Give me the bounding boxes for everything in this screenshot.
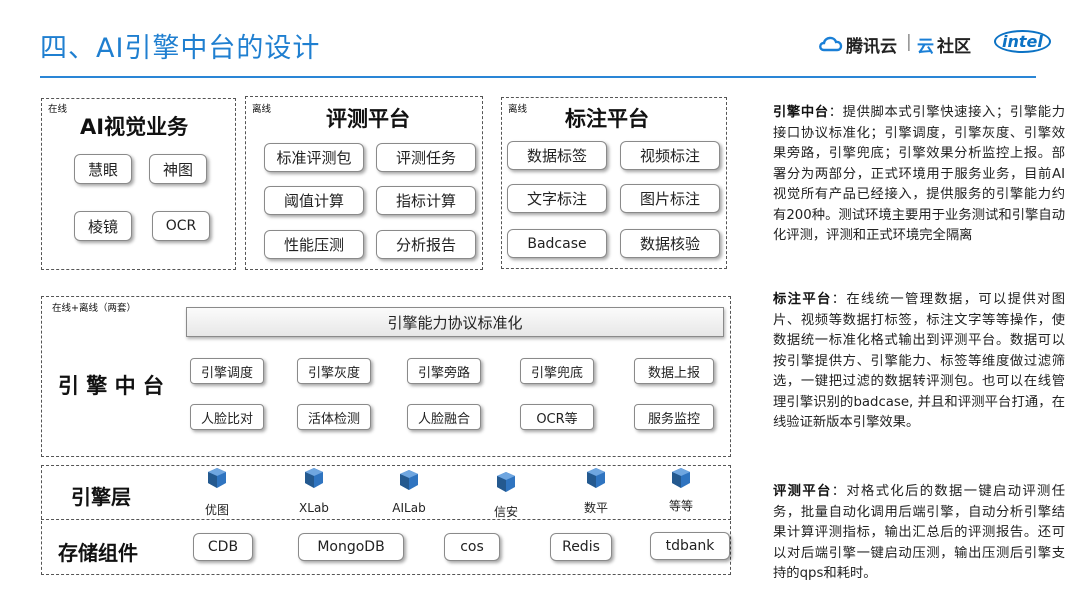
eval-platform-description: 评测平台：对格式化后的数据一键启动评测任务，批量自动化调用后端引擎，自动分析引擎… [773, 482, 1065, 585]
tencent-cloud-logo: 腾讯云 [846, 37, 897, 57]
chip-video-label: 视频标注 [620, 141, 720, 170]
community-logo: 社区 [937, 37, 971, 57]
panel-title: AI视觉业务 [80, 115, 189, 139]
protocol-standardization-banner: 引擎能力协议标准化 [186, 307, 724, 337]
cloud-glyph-icon: 云 [917, 37, 934, 57]
chip-ocr: OCR [152, 211, 210, 241]
label-platform-description: 标注平台：在线统一管理数据，可以提供对图片、视频等数据打标签，标注文字等等操作，… [773, 290, 1065, 434]
chip-huiyan: 慧眼 [74, 154, 132, 184]
panel-tag: 离线 [252, 104, 272, 115]
description-body: ：提供脚本式引擎快速接入；引擎能力接口协议标准化；引擎调度，引擎灰度、引擎效果旁… [773, 105, 1066, 243]
engine-cube-icon [587, 468, 605, 488]
engine-cube-icon [208, 468, 226, 488]
storage-title: 存储组件 [58, 541, 138, 565]
chip-text-label: 文字标注 [507, 184, 607, 213]
chip-threshold-calc: 阈值计算 [264, 186, 364, 215]
chip-perf-test: 性能压测 [264, 230, 364, 259]
description-body: ：在线统一管理数据，可以提供对图片、视频等数据打标签，标注文字等等操作，使数据统… [773, 292, 1066, 430]
engine-platform-panel [41, 296, 731, 457]
engine-label: 数平 [583, 501, 608, 515]
intel-logo: intel [994, 30, 1051, 53]
chip-service-monitor: 服务监控 [634, 404, 714, 430]
engine-storage-panel [41, 465, 731, 575]
chip-shentu: 神图 [149, 154, 207, 184]
engine-label: AILab [392, 501, 426, 515]
chip-data-verify: 数据核验 [620, 229, 720, 258]
page-title: 四、AI引擎中台的设计 [40, 33, 321, 64]
engine-cube-icon [497, 472, 515, 492]
chip-engine-fallback: 引擎兜底 [520, 358, 594, 384]
chip-metric-calc: 指标计算 [376, 186, 476, 215]
chip-mongodb: MongoDB [298, 533, 404, 561]
chip-eval-task: 评测任务 [376, 143, 476, 172]
engine-platform-description: 引擎中台：提供脚本式引擎快速接入；引擎能力接口协议标准化；引擎调度，引擎灰度、引… [773, 103, 1065, 247]
engine-layer-title: 引擎层 [71, 485, 131, 509]
engine-label: 优图 [204, 503, 229, 517]
chip-lengjing: 棱镜 [74, 211, 132, 241]
chip-image-label: 图片标注 [620, 184, 720, 213]
chip-engine-dispatch: 引擎调度 [190, 358, 264, 384]
panel-tag: 在线 [48, 104, 68, 115]
description-head: 标注平台 [773, 292, 832, 307]
engine-cube-icon [672, 468, 690, 488]
chip-redis: Redis [550, 533, 612, 561]
engine-label: 等等 [668, 499, 693, 513]
engine-cube-icon [305, 468, 323, 488]
chip-badcase: Badcase [507, 229, 607, 258]
engine-cube-icon [400, 470, 418, 490]
chip-ocr-etc: OCR等 [520, 404, 594, 430]
panel-tag: 在线+离线（两套） [52, 303, 136, 314]
title-divider [40, 76, 1036, 78]
layer-divider [41, 519, 731, 520]
chip-engine-gray: 引擎灰度 [297, 358, 371, 384]
logo-separator: | [906, 32, 912, 52]
chip-standard-eval-pack: 标准评测包 [264, 143, 364, 172]
panel-tag: 离线 [508, 104, 528, 115]
chip-tdbank: tdbank [650, 532, 730, 560]
chip-data-label: 数据标签 [507, 141, 607, 170]
panel-title: 标注平台 [565, 107, 649, 131]
description-head: 评测平台 [773, 484, 832, 499]
chip-cdb: CDB [193, 533, 253, 561]
chip-liveness: 活体检测 [297, 404, 371, 430]
label-panel [501, 97, 727, 269]
chip-cos: cos [444, 533, 500, 561]
chip-engine-bypass: 引擎旁路 [407, 358, 481, 384]
chip-face-compare: 人脸比对 [190, 404, 264, 430]
engine-label: XLab [299, 501, 329, 515]
description-body: ：对格式化后的数据一键启动评测任务，批量自动化调用后端引擎，自动分析引擎结果计算… [773, 484, 1066, 581]
panel-title: 评测平台 [326, 107, 410, 131]
engine-label: 信安 [493, 505, 518, 519]
chip-analysis-report: 分析报告 [376, 230, 476, 259]
chip-data-report: 数据上报 [634, 358, 714, 384]
description-head: 引擎中台 [773, 105, 829, 120]
ai-vision-panel [41, 98, 236, 270]
engine-platform-title: 引 擎 中 台 [58, 374, 164, 398]
chip-face-fusion: 人脸融合 [407, 404, 481, 430]
tencent-cloud-icon [819, 36, 843, 52]
eval-panel [245, 96, 483, 270]
